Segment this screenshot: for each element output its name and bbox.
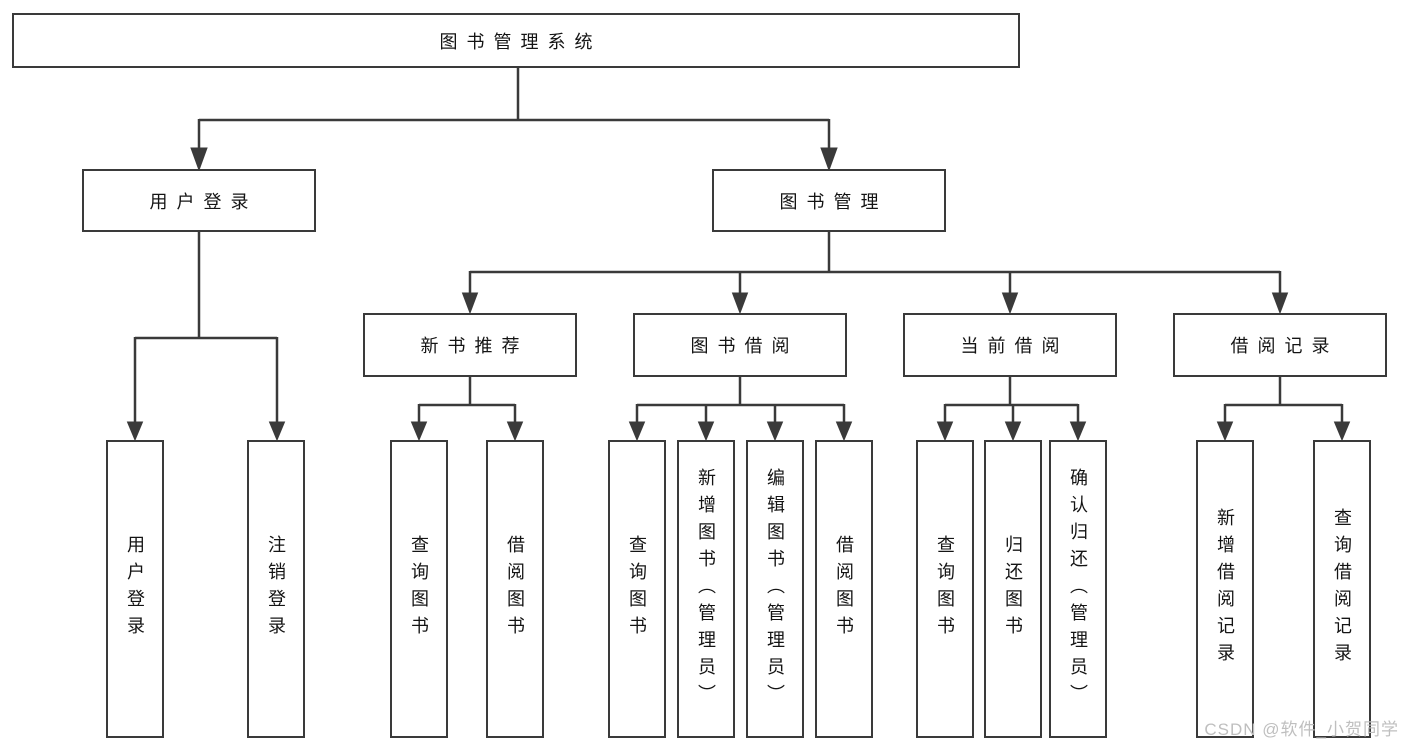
connector-arrowhead xyxy=(766,421,784,442)
leaf-cb-return-books: 归还图书 xyxy=(984,440,1042,738)
leaf-label: 查询图书 xyxy=(627,535,647,643)
leaf-cb-query-books: 查询图书 xyxy=(916,440,974,738)
connector-arrowhead xyxy=(731,292,749,315)
node-borrow-records: 借阅记录 xyxy=(1173,313,1387,377)
leaf-nb-borrow-books: 借阅图书 xyxy=(486,440,544,738)
leaf-nb-query-books: 查询图书 xyxy=(390,440,448,738)
connector-arrowhead xyxy=(1069,421,1087,442)
leaf-label: 注销登录 xyxy=(266,535,286,643)
connector-arrowhead xyxy=(461,292,479,315)
leaf-user-login: 用户登录 xyxy=(106,440,164,738)
connector-arrowhead xyxy=(506,421,524,442)
connector-arrowhead xyxy=(1333,421,1351,442)
leaf-cb-confirm-return-admin: 确认归还（管理员） xyxy=(1049,440,1107,738)
leaf-br-query-record: 查询借阅记录 xyxy=(1313,440,1371,738)
connector-arrowhead xyxy=(1216,421,1234,442)
leaf-label: 编辑图书（管理员） xyxy=(765,467,785,711)
connector-arrowhead xyxy=(1001,292,1019,315)
csdn-watermark: CSDN @软件_小贺同学 xyxy=(1204,720,1399,739)
connector-arrowhead xyxy=(697,421,715,442)
leaf-label: 新增借阅记录 xyxy=(1215,508,1235,670)
leaf-label: 借阅图书 xyxy=(834,535,854,643)
leaf-bb-edit-books-admin: 编辑图书（管理员） xyxy=(746,440,804,738)
node-book-borrow: 图书借阅 xyxy=(633,313,847,377)
node-root-library-system: 图书管理系统 xyxy=(12,13,1020,68)
leaf-label: 查询图书 xyxy=(409,535,429,643)
connector-arrowhead xyxy=(1271,292,1289,315)
connector-arrowhead xyxy=(190,147,208,172)
leaf-label: 用户登录 xyxy=(125,535,145,643)
connector-arrowhead xyxy=(126,421,144,442)
leaf-bb-query-books: 查询图书 xyxy=(608,440,666,738)
leaf-label: 借阅图书 xyxy=(505,535,525,643)
leaf-logout: 注销登录 xyxy=(247,440,305,738)
connector-arrowhead xyxy=(268,421,286,442)
leaf-label: 查询借阅记录 xyxy=(1332,508,1352,670)
connector-arrowhead xyxy=(820,147,838,172)
leaf-br-add-record: 新增借阅记录 xyxy=(1196,440,1254,738)
leaf-label: 新增图书（管理员） xyxy=(696,467,716,711)
leaf-label: 归还图书 xyxy=(1003,535,1023,643)
node-new-book-recommend: 新书推荐 xyxy=(363,313,577,377)
node-user-login: 用户登录 xyxy=(82,169,316,232)
connector-arrowhead xyxy=(628,421,646,442)
node-book-management: 图书管理 xyxy=(712,169,946,232)
connector-arrowhead xyxy=(410,421,428,442)
connector-arrowhead xyxy=(835,421,853,442)
leaf-label: 确认归还（管理员） xyxy=(1068,467,1088,711)
leaf-bb-add-books-admin: 新增图书（管理员） xyxy=(677,440,735,738)
connector-arrowhead xyxy=(1004,421,1022,442)
leaf-label: 查询图书 xyxy=(935,535,955,643)
connector-arrowhead xyxy=(936,421,954,442)
node-current-borrow: 当前借阅 xyxy=(903,313,1117,377)
leaf-bb-borrow-books: 借阅图书 xyxy=(815,440,873,738)
